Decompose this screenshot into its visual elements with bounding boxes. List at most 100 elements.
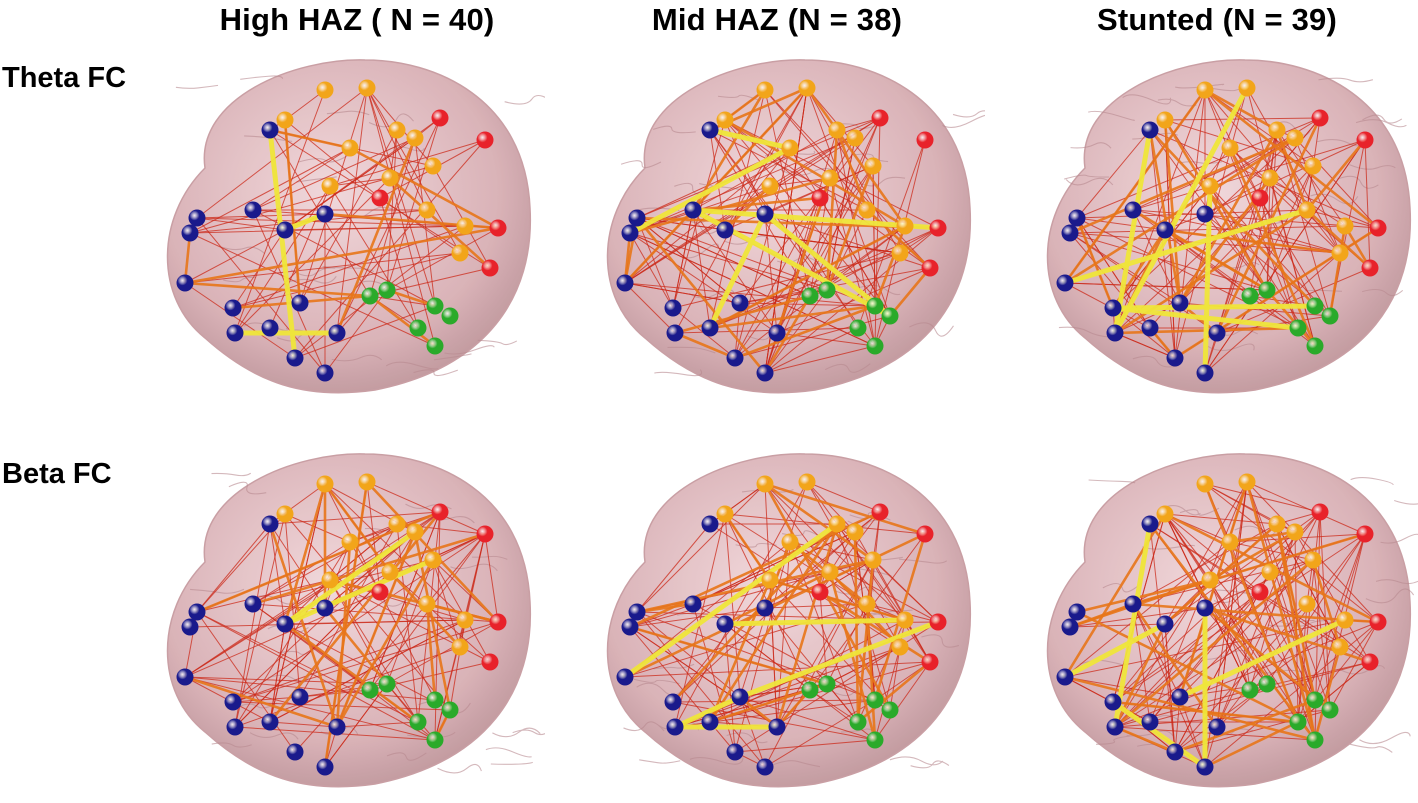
node-blue xyxy=(701,713,719,731)
node-green xyxy=(426,691,444,709)
edge-medium xyxy=(388,176,492,270)
edge-weak xyxy=(1229,147,1341,254)
edge-weak xyxy=(329,177,391,187)
edge-weak xyxy=(709,89,766,329)
node-orange xyxy=(891,638,909,656)
node-orange xyxy=(451,638,469,656)
node-orange xyxy=(864,157,882,175)
edge-medium xyxy=(1113,725,1177,754)
edge-medium xyxy=(335,558,435,729)
node-orange xyxy=(1286,129,1304,147)
node-orange xyxy=(1196,81,1214,99)
nodes xyxy=(616,79,947,382)
node-red xyxy=(1311,503,1329,521)
edge-weak xyxy=(196,217,286,231)
node-orange xyxy=(1201,571,1219,589)
edge-weak xyxy=(1266,533,1366,685)
brain-network-svg xyxy=(1046,453,1418,788)
node-green xyxy=(1321,701,1339,719)
edge-weak xyxy=(789,541,859,723)
node-green xyxy=(1306,731,1324,749)
edge-weak xyxy=(1209,579,1251,691)
node-orange xyxy=(456,217,474,235)
edge-medium xyxy=(1131,602,1347,622)
node-blue xyxy=(286,349,304,367)
node-blue xyxy=(1061,618,1079,636)
node-blue xyxy=(616,274,634,292)
edge-weak xyxy=(764,607,859,723)
edge-medium xyxy=(1063,675,1317,742)
node-red xyxy=(481,653,499,671)
edge-medium xyxy=(1328,224,1347,318)
node-orange xyxy=(1304,157,1322,175)
node-orange xyxy=(798,473,816,491)
node-orange xyxy=(716,505,734,523)
edge-strong xyxy=(707,127,793,151)
node-blue xyxy=(1196,758,1214,776)
edge-weak xyxy=(636,217,811,297)
edge-weak xyxy=(724,513,741,698)
edge-weak xyxy=(819,559,874,593)
edge-weak xyxy=(709,129,868,211)
edge-strong xyxy=(622,521,840,680)
edge-medium xyxy=(1203,720,1300,769)
node-green xyxy=(1306,691,1324,709)
edge-medium xyxy=(691,196,822,212)
edge-weak xyxy=(1132,209,1251,297)
edge-strong xyxy=(1062,621,1168,680)
edge-weak xyxy=(294,139,486,359)
node-orange xyxy=(341,533,359,551)
edge-medium xyxy=(805,86,907,228)
node-orange xyxy=(321,571,339,589)
edge-weak xyxy=(739,696,766,768)
edge-weak xyxy=(636,217,741,304)
edge-strong xyxy=(1062,207,1310,286)
node-blue xyxy=(316,758,334,776)
node-orange xyxy=(1261,563,1279,581)
edge-weak xyxy=(1319,511,1331,711)
edge-medium xyxy=(888,266,932,318)
edge-weak xyxy=(1204,607,1268,685)
edge-medium xyxy=(1311,558,1342,649)
edge-strong xyxy=(762,211,893,319)
node-red xyxy=(811,189,829,207)
node-orange xyxy=(358,79,376,97)
node-blue xyxy=(328,718,346,736)
node-green xyxy=(866,691,884,709)
edge-medium xyxy=(1178,128,1279,305)
edge-weak xyxy=(1209,185,1331,317)
edge-weak xyxy=(776,165,874,334)
edge-weak xyxy=(672,209,694,309)
nodes xyxy=(176,79,507,382)
brain-panel-theta-stunted xyxy=(1015,38,1418,408)
node-orange xyxy=(846,129,864,147)
brain-network-svg xyxy=(606,59,985,394)
node-orange xyxy=(846,523,864,541)
edge-weak xyxy=(1076,129,1151,219)
edge-weak xyxy=(1114,332,1176,359)
edge-weak xyxy=(234,646,461,728)
edge-weak xyxy=(1114,621,1379,728)
node-orange xyxy=(858,595,876,613)
edge-weak xyxy=(692,129,838,211)
edge-medium xyxy=(1163,118,1182,305)
edge-medium xyxy=(413,530,452,712)
node-red xyxy=(921,259,939,277)
edge-weak xyxy=(336,721,419,728)
node-orange xyxy=(316,81,334,99)
edge-weak xyxy=(189,147,351,234)
edge-medium xyxy=(856,660,932,724)
edge-medium xyxy=(251,532,487,606)
brain-panel-beta-high-haz xyxy=(135,432,545,802)
edge-medium xyxy=(348,146,500,230)
edge-weak xyxy=(789,541,901,648)
edge-weak xyxy=(196,523,271,613)
edge-medium xyxy=(853,530,860,724)
edge-weak xyxy=(1076,217,1299,329)
edge-medium xyxy=(763,294,812,375)
edge-medium xyxy=(865,208,932,270)
node-red xyxy=(1251,583,1269,601)
node-green xyxy=(409,319,427,337)
node-orange xyxy=(451,244,469,262)
edge-weak xyxy=(432,559,461,648)
